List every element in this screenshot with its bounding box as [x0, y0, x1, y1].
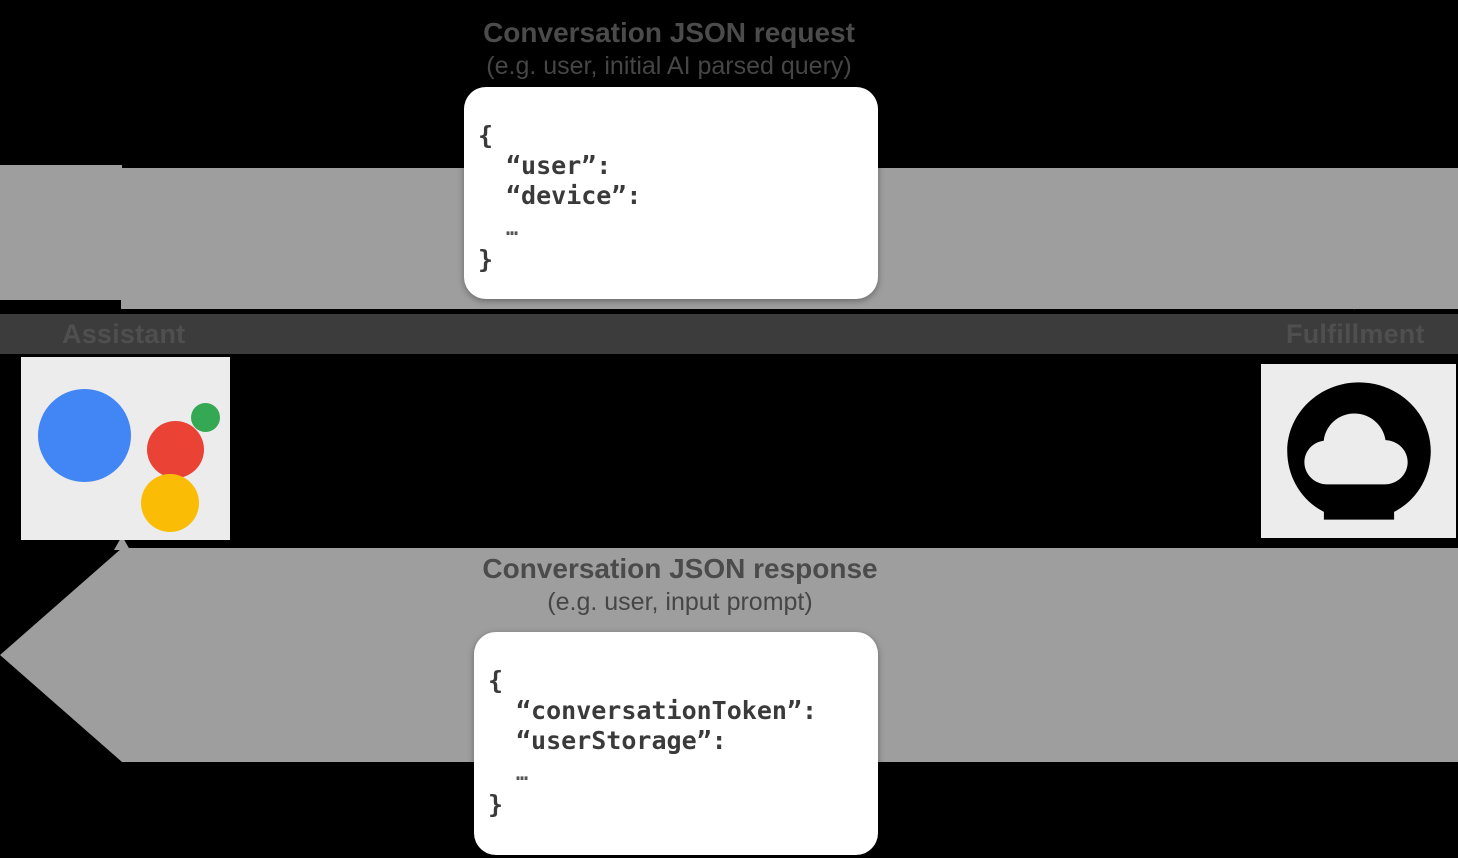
json-line: …: [516, 761, 529, 785]
response-json-card: { “conversationToken”:“userStorage”: …}: [474, 632, 878, 855]
request-flow-caption: Conversation JSON request (e.g. user, in…: [429, 16, 909, 82]
cloud-functions-icon: [1286, 382, 1431, 520]
json-line: …: [506, 216, 519, 240]
request-caption-title: Conversation JSON request: [483, 17, 855, 48]
response-arrowhead-icon: [0, 548, 122, 762]
request-json-card: { “user”:“device”: …}: [464, 87, 878, 299]
response-arrow-tail: [1355, 548, 1458, 762]
response-caption-subtitle: (e.g. user, input prompt): [547, 588, 813, 616]
assistant-dot-blue: [37, 389, 131, 482]
json-line: {: [488, 666, 504, 695]
json-line: “user”:: [506, 151, 612, 180]
json-line: “userStorage”:: [516, 726, 727, 755]
response-caption-title: Conversation JSON response: [482, 553, 878, 584]
assistant-node-tile[interactable]: [21, 357, 230, 540]
assistant-dot-red: [146, 421, 204, 478]
center-rail-divider: [0, 314, 1458, 354]
assistant-node-label: Assistant: [62, 319, 186, 349]
json-line: {: [478, 121, 494, 150]
json-line: }: [488, 790, 504, 819]
assistant-dot-yellow: [140, 474, 199, 532]
fulfillment-node-tile[interactable]: [1261, 364, 1456, 538]
response-flow-caption: Conversation JSON response (e.g. user, i…: [430, 552, 930, 618]
request-arrow-right-filler: [1355, 168, 1458, 309]
json-line: }: [478, 245, 494, 274]
json-line: “conversationToken”:: [516, 696, 818, 725]
json-line: “device”:: [506, 181, 642, 210]
fulfillment-node-label: Fulfillment: [1286, 319, 1425, 349]
assistant-dot-green: [190, 403, 220, 432]
request-arrow-tail: [0, 165, 122, 300]
request-caption-subtitle: (e.g. user, initial AI parsed query): [486, 52, 852, 80]
google-assistant-logo-icon: [37, 371, 220, 532]
